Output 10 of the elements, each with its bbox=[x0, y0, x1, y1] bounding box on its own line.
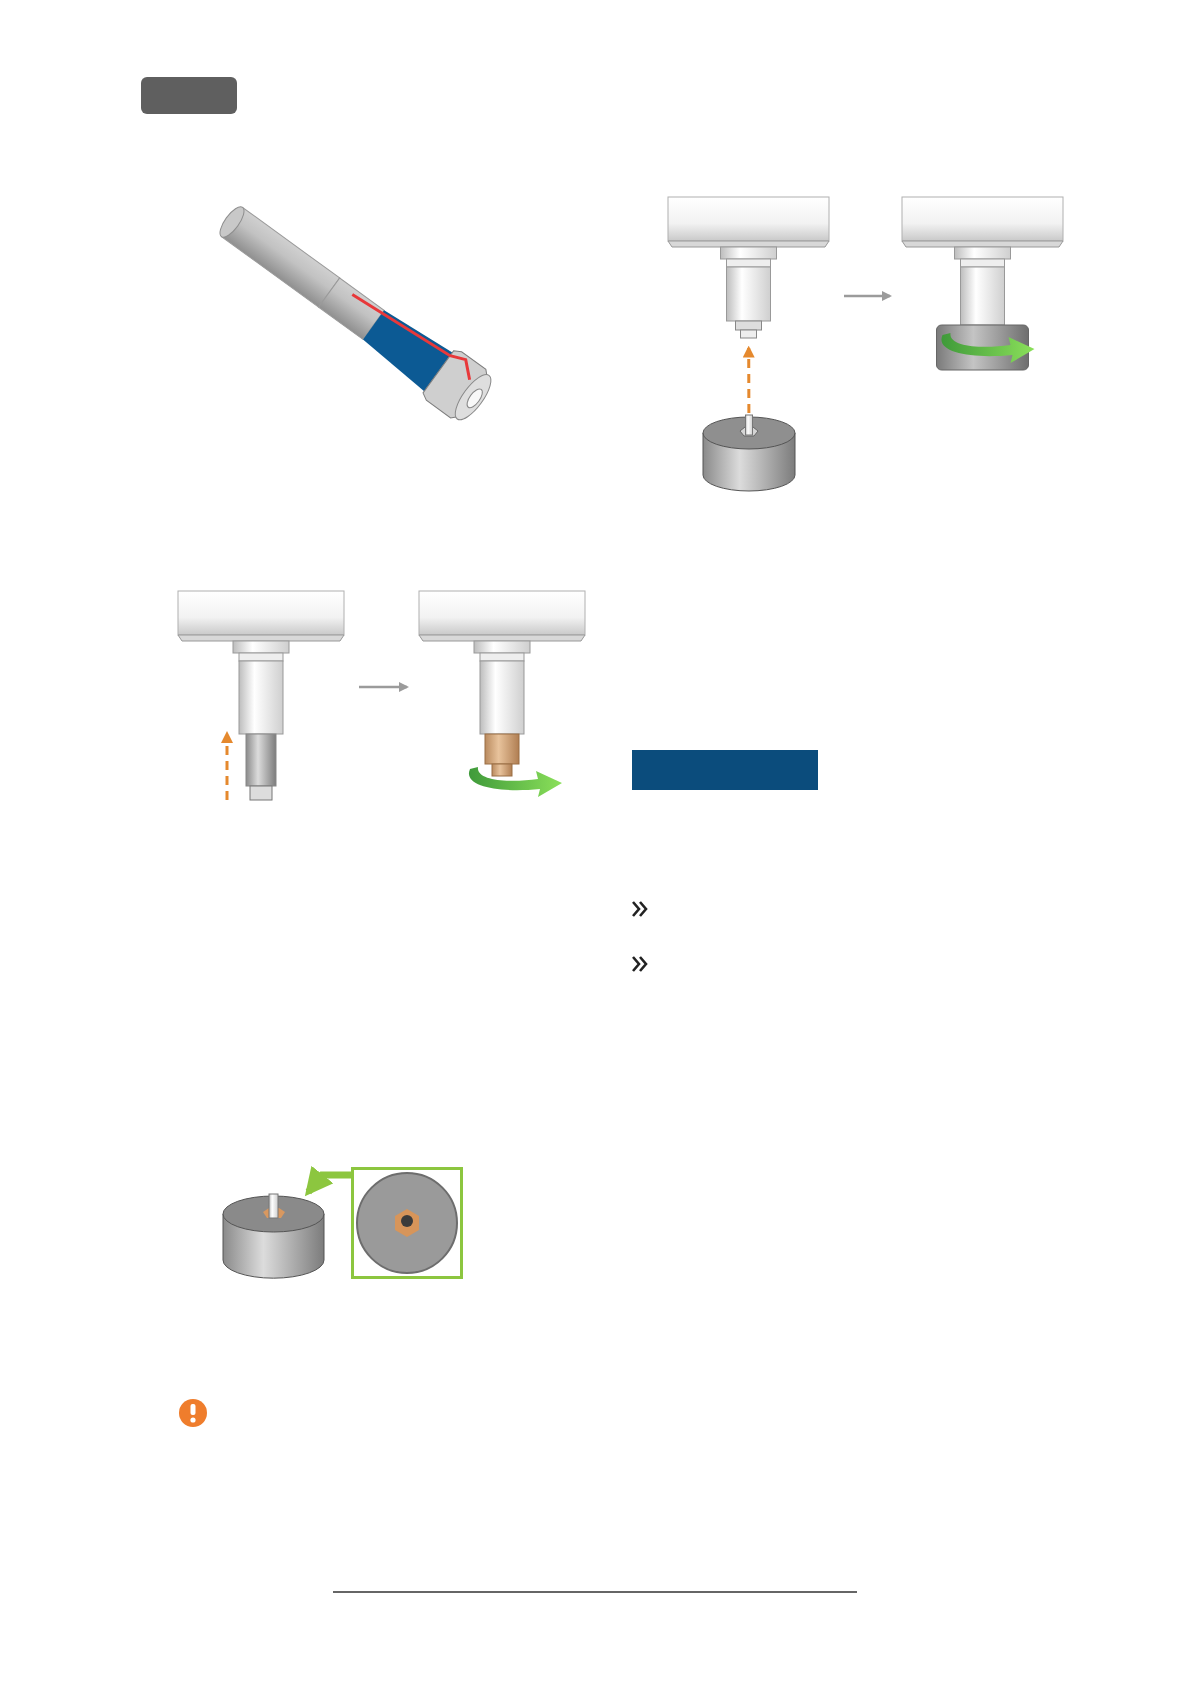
detail-view-drawing bbox=[351, 1167, 463, 1279]
puck-drawing bbox=[703, 413, 795, 492]
section-bar bbox=[632, 750, 818, 790]
puck-drawing bbox=[223, 1192, 324, 1279]
arrow bbox=[844, 291, 892, 301]
spindle-drawing bbox=[178, 591, 344, 801]
arrow bbox=[359, 682, 409, 692]
arrow bbox=[742, 345, 755, 413]
spindle-drawing bbox=[668, 197, 829, 342]
arrow bbox=[304, 1165, 351, 1197]
